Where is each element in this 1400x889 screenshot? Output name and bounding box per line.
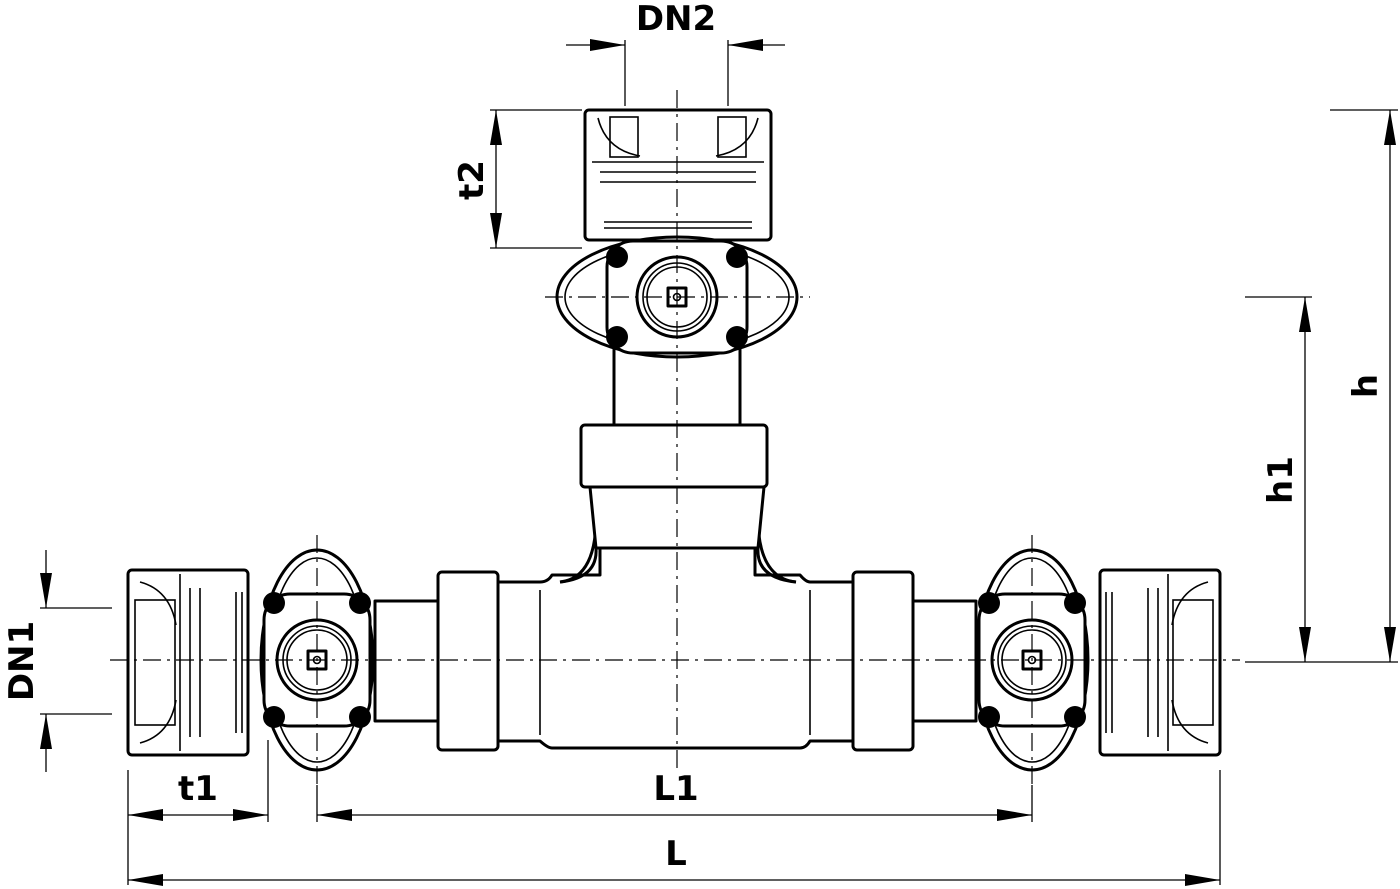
top-coupling — [583, 108, 773, 242]
dimension-h: h — [1330, 109, 1398, 662]
l-label: L — [665, 834, 687, 874]
t1-label: t1 — [178, 769, 218, 809]
right-coupling — [1098, 568, 1222, 757]
dn1-label: DN1 — [2, 621, 42, 701]
l1-label: L1 — [653, 769, 698, 809]
dn2-label: DN2 — [636, 0, 716, 39]
t2-label: t2 — [452, 160, 492, 200]
dimension-dn2: DN2 — [566, 0, 785, 106]
dimension-h1: h1 — [1245, 296, 1398, 663]
dimension-l1: L1 — [316, 769, 1033, 822]
h1-label: h1 — [1261, 456, 1301, 504]
centerlines — [110, 90, 1240, 785]
dimension-l: L — [128, 770, 1221, 886]
dimension-t2: t2 — [452, 109, 582, 249]
dimension-dn1: DN1 — [2, 550, 112, 772]
h-label: h — [1346, 374, 1386, 398]
left-coupling — [126, 568, 250, 757]
dimension-t1: t1 — [127, 740, 269, 885]
